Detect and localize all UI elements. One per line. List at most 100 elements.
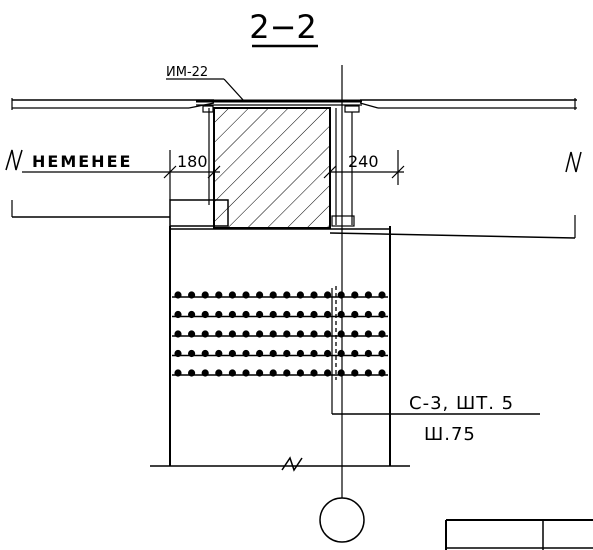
rebar-bar xyxy=(337,291,345,299)
rebar-bar xyxy=(256,349,264,358)
rebar-bar xyxy=(242,349,250,358)
rebar-bar xyxy=(296,330,304,338)
rebar-bar xyxy=(324,291,332,299)
rebar-bar xyxy=(351,291,359,299)
dimension-left: 180 xyxy=(177,152,208,171)
rebar-bar xyxy=(283,369,291,377)
rebar-bar xyxy=(296,291,304,299)
rebar-bar xyxy=(296,349,304,358)
rebar-bar xyxy=(188,310,196,319)
rebar-bar xyxy=(378,310,386,319)
rebar-bar xyxy=(215,369,223,377)
rebar-bar xyxy=(174,310,182,319)
rebar-bar xyxy=(188,349,196,358)
rebar-bar xyxy=(283,349,291,358)
rebar-bar xyxy=(228,310,236,319)
min-distance-label: НЕМЕНЕЕ xyxy=(32,152,132,171)
rebar-bar xyxy=(269,369,277,377)
rebar-bar xyxy=(256,291,264,299)
rebar-bar xyxy=(256,369,264,377)
rebar-bar xyxy=(228,369,236,377)
rebar-bar xyxy=(296,310,304,319)
axis-marker-circle xyxy=(319,497,365,543)
rebar-bar xyxy=(337,369,345,377)
rebar-bar xyxy=(201,369,209,377)
rebar-bar xyxy=(269,330,277,338)
section-title: 2−2 xyxy=(249,8,317,46)
rebar-bar xyxy=(337,330,345,338)
rebar-bar xyxy=(364,369,372,377)
rebar-bar xyxy=(228,291,236,299)
rebar-bar xyxy=(337,310,345,319)
rebar-bar xyxy=(215,349,223,358)
rebar-bar xyxy=(215,330,223,338)
rebar-bar xyxy=(269,349,277,358)
rebar-bar xyxy=(378,369,386,377)
rebar-bar xyxy=(174,291,182,299)
rebar-spec-line1: С-3, ШТ. 5 xyxy=(409,393,514,414)
break-mark-left xyxy=(5,149,23,171)
rebar-bar xyxy=(242,330,250,338)
rebar-bar xyxy=(364,291,372,299)
embedded-part-label: ИМ-22 xyxy=(166,65,208,80)
rebar-bar xyxy=(201,310,209,319)
rebar-bar xyxy=(378,291,386,299)
rebar-bar xyxy=(364,310,372,319)
rebar-bar xyxy=(174,369,182,377)
rebar-bar xyxy=(351,330,359,338)
rebar-bar xyxy=(283,291,291,299)
rebar-bar xyxy=(324,330,332,338)
wall-below xyxy=(150,226,410,467)
bearing-pad-right xyxy=(331,215,355,227)
rebar-bar xyxy=(242,310,250,319)
rebar-bar xyxy=(378,349,386,358)
rebar-bar xyxy=(228,349,236,358)
rebar-bar xyxy=(364,330,372,338)
floor-slab xyxy=(11,98,577,239)
rebar-mesh xyxy=(172,286,388,380)
rebar-bar xyxy=(201,349,209,358)
rebar-bar xyxy=(337,349,345,358)
rebar-bar xyxy=(188,291,196,299)
rebar-bar xyxy=(242,369,250,377)
rebar-bar xyxy=(174,330,182,338)
dimension-right: 240 xyxy=(348,152,379,171)
rebar-bar xyxy=(242,291,250,299)
embedded-part-leader-slant xyxy=(223,78,245,102)
rebar-bar xyxy=(351,369,359,377)
rebar-bar xyxy=(188,369,196,377)
rebar-bar xyxy=(256,310,264,319)
rebar-bar xyxy=(310,349,318,358)
rebar-bar xyxy=(269,291,277,299)
rebar-bar xyxy=(201,291,209,299)
rebar-bar xyxy=(324,310,332,319)
title-block-fragment xyxy=(445,519,593,550)
rebar-bar xyxy=(174,349,182,358)
rebar-spec-line2: Ш.75 xyxy=(424,424,476,445)
rebar-bar xyxy=(201,330,209,338)
rebar-bar xyxy=(324,349,332,358)
rebar-bar xyxy=(364,349,372,358)
rebar-bar xyxy=(283,310,291,319)
rebar-bar xyxy=(310,310,318,319)
rebar-bar xyxy=(256,330,264,338)
masonry-block xyxy=(213,107,331,229)
rebar-bar xyxy=(296,369,304,377)
rebar-bar xyxy=(215,310,223,319)
rebar-bar xyxy=(269,310,277,319)
break-mark-right xyxy=(565,151,582,173)
rebar-bar xyxy=(228,330,236,338)
bearing-pad-left xyxy=(169,199,229,227)
rebar-bar xyxy=(351,310,359,319)
rebar-bar xyxy=(188,330,196,338)
rebar-bar xyxy=(378,330,386,338)
rebar-bar xyxy=(310,369,318,377)
rebar-bar xyxy=(215,291,223,299)
wall-break-mark xyxy=(281,456,303,472)
rebar-bar xyxy=(310,330,318,338)
rebar-bar xyxy=(310,291,318,299)
rebar-bar xyxy=(324,369,332,377)
rebar-bar xyxy=(283,330,291,338)
rebar-bar xyxy=(351,349,359,358)
